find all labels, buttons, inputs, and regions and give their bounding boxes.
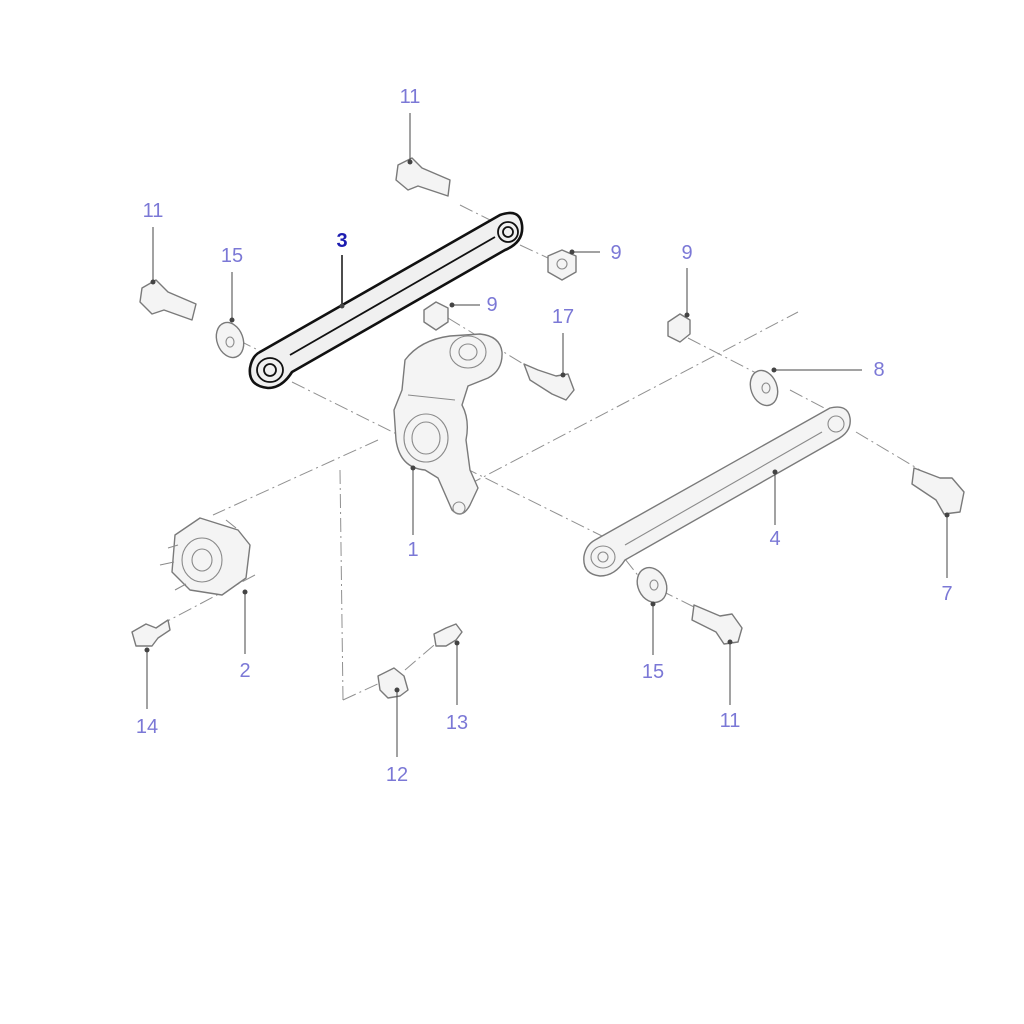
callout-13[interactable]: 13 (446, 640, 468, 735)
callout-12[interactable]: 12 (386, 687, 408, 787)
callout-17[interactable]: 17 (552, 306, 574, 378)
callout-label: 4 (769, 528, 780, 550)
callout-label: 9 (486, 294, 497, 316)
callout-label: 3 (336, 230, 347, 252)
nut-part-9-upper[interactable] (547, 249, 577, 281)
callout-label: 15 (221, 245, 243, 267)
callout-7[interactable]: 7 (941, 512, 953, 606)
callout-label: 17 (552, 306, 574, 328)
callout-9-middle[interactable]: 9 (449, 294, 498, 316)
callout-label: 1 (407, 539, 418, 561)
callout-label: 11 (400, 86, 421, 108)
callout-2[interactable]: 2 (239, 589, 251, 683)
bolt-part-17[interactable] (523, 363, 575, 401)
callout-label: 11 (143, 200, 164, 222)
upper-control-arm-part-3[interactable] (248, 211, 524, 390)
callout-4[interactable]: 4 (769, 469, 781, 551)
callout-11-top[interactable]: 11 (400, 86, 421, 165)
callout-label: 11 (720, 710, 741, 732)
callout-3[interactable]: 3 (336, 230, 348, 309)
washer-part-8[interactable] (746, 367, 783, 410)
callout-label: 15 (642, 661, 664, 683)
bolt-part-7[interactable] (911, 467, 965, 515)
callout-8[interactable]: 8 (771, 359, 885, 381)
bolt-part-13[interactable] (433, 623, 463, 647)
callout-label: 9 (681, 242, 692, 264)
callout-14[interactable]: 14 (136, 647, 158, 739)
bolt-part-11-right[interactable] (691, 604, 743, 645)
callout-label: 2 (239, 660, 250, 682)
nut-part-9-right[interactable] (667, 313, 691, 343)
washer-part-15-right[interactable] (632, 563, 673, 607)
callout-11-right[interactable]: 11 (720, 639, 741, 733)
callout-15-right[interactable]: 15 (642, 601, 664, 684)
callout-9-upper[interactable]: 9 (569, 242, 622, 264)
callout-15-left[interactable]: 15 (221, 245, 243, 323)
wheel-hub-part-2[interactable] (159, 517, 251, 596)
callouts: 11 11 3 15 9 9 (136, 86, 953, 786)
callout-label: 13 (446, 712, 468, 734)
knuckle-part-1[interactable] (393, 333, 503, 515)
callout-label: 14 (136, 716, 158, 738)
nut-part-9-middle[interactable] (423, 301, 449, 331)
callout-label: 8 (873, 359, 884, 381)
bolt-part-11-top[interactable] (395, 157, 451, 197)
callout-label: 7 (941, 583, 952, 605)
callout-1[interactable]: 1 (407, 465, 419, 562)
ball-pin-part-12[interactable] (377, 667, 409, 699)
callout-label: 9 (610, 242, 621, 264)
callout-label: 12 (386, 764, 408, 786)
callout-11-left[interactable]: 11 (143, 200, 164, 285)
washer-part-15-left[interactable] (212, 319, 249, 362)
bolt-part-11-left[interactable] (139, 279, 197, 321)
lower-control-arm-part-4[interactable] (583, 406, 851, 577)
callout-9-right[interactable]: 9 (681, 242, 693, 318)
bolt-part-14[interactable] (131, 619, 171, 647)
